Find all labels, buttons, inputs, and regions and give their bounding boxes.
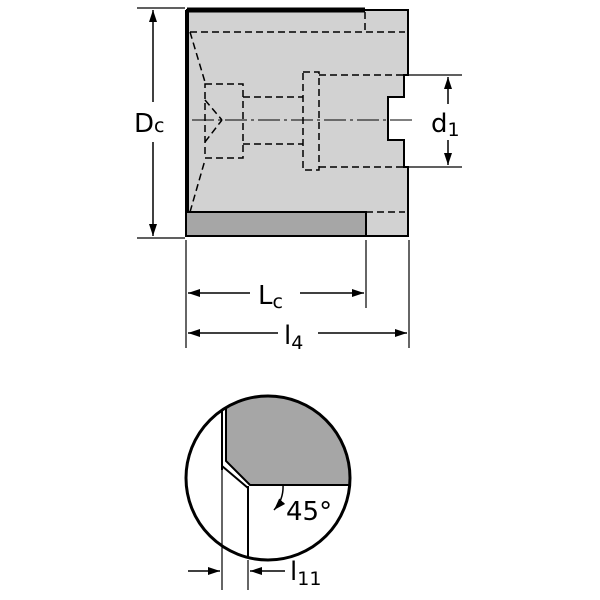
svg-text:d1: d1: [431, 109, 460, 141]
cutting-insert: [185, 211, 367, 237]
l11-label-sub: 11: [297, 568, 321, 590]
lc-label: L: [258, 281, 273, 311]
l4-label-sub: 4: [291, 332, 303, 354]
svg-text:Dc: Dc: [134, 109, 164, 139]
dimension-l4: l4: [188, 240, 410, 354]
angle-label: 45°: [286, 497, 332, 527]
cutter-body-side-view: [185, 7, 415, 237]
dc-label: D: [134, 109, 154, 139]
d1-label-sub: 1: [448, 119, 460, 141]
d1-label: d: [431, 109, 448, 139]
detail-circle: [184, 394, 352, 562]
svg-text:l11: l11: [290, 557, 321, 590]
dc-label-sub: c: [154, 115, 164, 137]
angle-arc: [273, 484, 286, 511]
l4-label: l: [284, 321, 291, 351]
dimension-d1: d1: [405, 74, 468, 168]
svg-text:l4: l4: [284, 321, 303, 354]
hidden-lines: [189, 12, 405, 213]
dimension-l11: l11: [188, 470, 321, 590]
l11-label: l: [290, 557, 297, 587]
lc-label-sub: c: [273, 291, 283, 313]
chamfer-detail-view: 45°: [184, 394, 352, 562]
svg-text:Lc: Lc: [258, 281, 283, 313]
dimension-dc: Dc: [128, 7, 185, 239]
dimension-lc: Lc: [185, 240, 367, 348]
